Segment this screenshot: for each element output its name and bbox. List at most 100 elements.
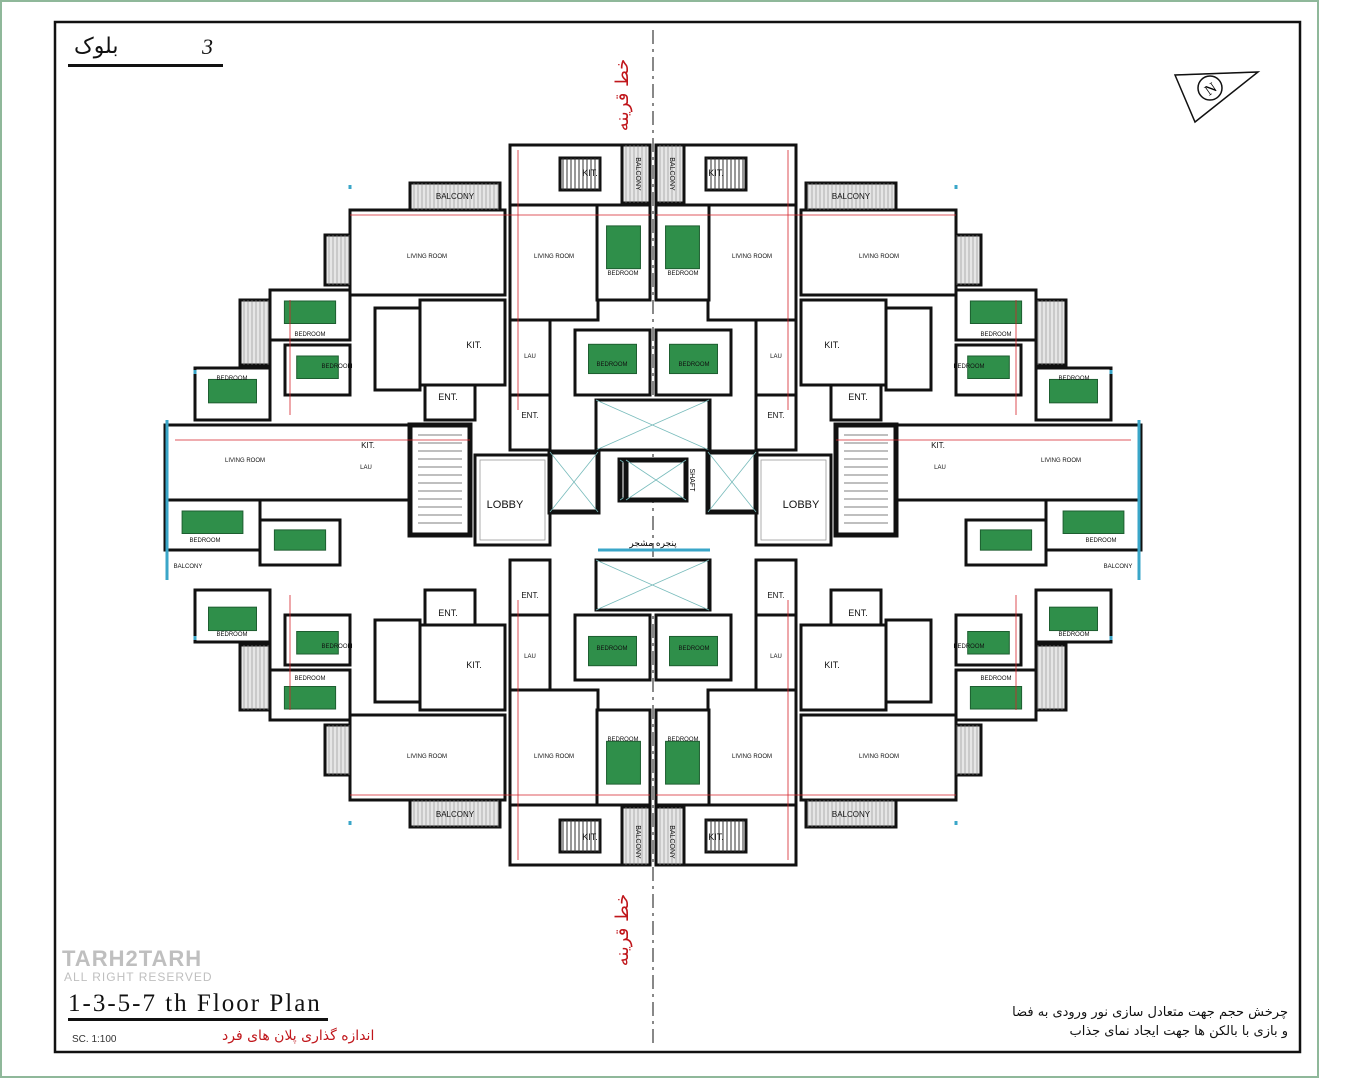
room-label-ent: ENT. — [848, 608, 868, 618]
balcony — [804, 181, 898, 212]
room-label-living: LIVING ROOM — [407, 254, 447, 260]
room-label-ent: ENT. — [848, 392, 868, 402]
drawing-frame — [53, 20, 1302, 1054]
quadrant — [193, 143, 712, 452]
balcony — [408, 181, 502, 212]
room-label-kit: KIT. — [824, 660, 840, 670]
room — [508, 203, 600, 322]
room — [508, 393, 552, 452]
bed-furniture — [1062, 510, 1125, 534]
room-label-ent: ENT. — [521, 411, 538, 420]
bed-furniture — [1049, 378, 1098, 404]
bed-furniture — [967, 355, 1010, 379]
bedroom — [954, 613, 1023, 667]
room-label-ent: ENT. — [521, 591, 538, 600]
room-label-living: LIVING ROOM — [732, 254, 772, 260]
room-label-living: LIVING ROOM — [534, 254, 574, 260]
quadrant — [594, 558, 1113, 867]
block-number: 3 — [202, 34, 213, 59]
bed-furniture — [588, 635, 637, 667]
room-label-ent: ENT. — [438, 608, 458, 618]
void-cross — [625, 459, 687, 501]
bed-furniture — [606, 740, 641, 785]
room-label-bedroom: BEDROOM — [1058, 632, 1089, 638]
room — [373, 618, 422, 704]
room — [508, 318, 552, 397]
room-label-living: LIVING ROOM — [732, 754, 772, 760]
design-note: چرخش حجم جهت متعادل سازی نور ورودی به فض… — [928, 1003, 1288, 1041]
plan-title: 1-3-5-7 th Floor Plan — [68, 990, 328, 1021]
room — [754, 393, 798, 452]
room-label-bedroom: BEDROOM — [1058, 376, 1089, 382]
room — [754, 318, 798, 397]
room-label-balcony: BALCONY — [668, 157, 675, 191]
room — [508, 558, 552, 617]
room — [706, 688, 798, 807]
room-label-kit: KIT. — [582, 832, 598, 842]
room-label-balcony: BALCONY — [634, 825, 641, 859]
room — [799, 208, 958, 297]
north-arrow-icon: N — [1173, 71, 1261, 124]
room-label-balcony: BALCONY — [436, 810, 475, 819]
bed-furniture — [208, 606, 257, 632]
room — [418, 623, 507, 712]
block-label: بلوک — [74, 34, 119, 59]
bed-furniture — [967, 631, 1010, 655]
room — [799, 298, 888, 387]
bed-furniture — [208, 378, 257, 404]
room-label-bedroom: BEDROOM — [216, 376, 247, 382]
room-label-lau: LAU — [770, 654, 782, 660]
room-label-living: LIVING ROOM — [407, 754, 447, 760]
room-label-bedroom: BEDROOM — [678, 362, 709, 368]
room-label-living: LIVING ROOM — [1041, 458, 1081, 464]
room — [884, 306, 933, 392]
bed-furniture — [665, 225, 700, 270]
balcony — [1034, 298, 1068, 367]
room-label-lobby: LOBBY — [783, 499, 820, 511]
room-label-kit: KIT. — [824, 340, 840, 350]
block-title: بلوک 3 — [68, 34, 223, 67]
bed-furniture — [273, 529, 327, 551]
middle-half — [163, 420, 683, 580]
room — [894, 423, 1143, 502]
watermark-sub: ALL RIGHT RESERVED — [64, 970, 213, 984]
bed-furniture — [606, 225, 641, 270]
room — [423, 383, 477, 422]
bed-furniture — [669, 635, 718, 667]
room-label-ent: ENT. — [767, 591, 784, 600]
bed-furniture — [296, 631, 339, 655]
room — [754, 453, 833, 547]
balcony — [238, 298, 272, 367]
watermark-main: TARH2TARH — [62, 946, 203, 971]
bed-furniture — [979, 529, 1033, 551]
balcony — [620, 805, 652, 867]
window-note: پنجره مشجر — [628, 539, 677, 549]
balcony — [654, 143, 686, 205]
bed-furniture — [969, 300, 1023, 324]
watermark-logo: TARH2TARH ALL RIGHT RESERVED — [62, 946, 262, 986]
room-label-balcony: BALCONY — [832, 192, 871, 201]
bed-furniture — [283, 300, 337, 324]
design-note-line-2: و بازی با بالکن ها جهت ایجاد نمای جذاب — [1069, 1024, 1288, 1039]
bed-furniture — [588, 343, 637, 375]
sheet-border — [0, 0, 1319, 1078]
room-label-bedroom: BEDROOM — [596, 362, 627, 368]
apartment-units — [193, 143, 1113, 867]
balcony — [238, 643, 272, 712]
room-label-bedroom: BEDROOM — [953, 644, 984, 650]
core-and-side-units — [163, 420, 1143, 580]
room-label-bedroom: BEDROOM — [953, 364, 984, 370]
bed-furniture — [283, 686, 337, 710]
bedroom — [283, 343, 352, 397]
room-label-ent: ENT. — [767, 411, 784, 420]
room — [829, 588, 883, 627]
room-label-lau: LAU — [360, 465, 372, 471]
design-note-line-1: چرخش حجم جهت متعادل سازی نور ورودی به فض… — [1012, 1005, 1288, 1020]
symmetry-line-label: خط قرینه — [612, 894, 633, 967]
balcony — [408, 798, 502, 829]
room-label-balcony: BALCONY — [436, 192, 475, 201]
room — [884, 618, 933, 704]
room — [423, 588, 477, 627]
room-label-balcony: BALCONY — [668, 825, 675, 859]
